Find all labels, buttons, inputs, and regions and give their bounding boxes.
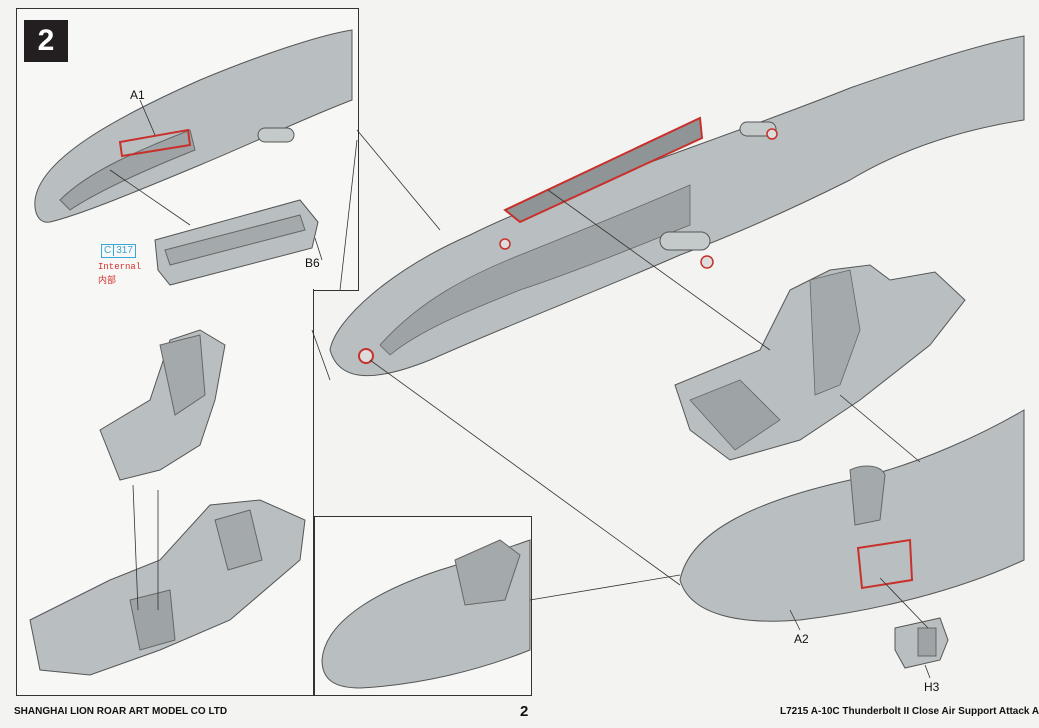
cockpit-tub-assembly <box>674 264 966 461</box>
footer-page-number: 2 <box>520 703 529 720</box>
part-label-b6: B6 <box>305 256 320 270</box>
inset-cockpit-tub <box>29 499 306 676</box>
inset-nose-with-seat <box>321 539 531 689</box>
part-label-a1: A1 <box>130 88 145 102</box>
part-b6 <box>154 199 319 286</box>
inset-fuselage-a1 <box>34 29 353 223</box>
inset-ejection-seat <box>99 329 226 481</box>
part-label-a2: A2 <box>794 632 809 646</box>
paint-callout-prefix: C <box>104 245 115 256</box>
step-number-badge: 2 <box>24 20 68 62</box>
footer-product-title: L7215 A-10C Thunderbolt II Close Air Sup… <box>780 706 1039 717</box>
nose-section-a2 <box>679 409 1025 622</box>
leader-lines <box>109 99 931 679</box>
main-fuselage-half <box>329 35 1025 377</box>
part-label-h3: H3 <box>924 680 940 694</box>
footer-company: SHANGHAI LION ROAR ART MODEL CO LTD <box>14 706 228 717</box>
internal-label-zh: 内部 <box>98 276 117 286</box>
internal-label-en: Internal <box>98 262 142 272</box>
part-h3 <box>894 617 949 669</box>
paint-callout-number: 317 <box>116 245 133 256</box>
